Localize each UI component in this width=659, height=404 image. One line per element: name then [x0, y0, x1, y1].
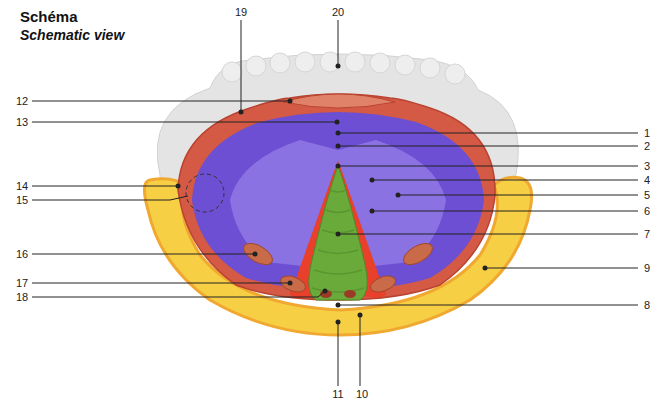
subtitle: Schematic view	[20, 27, 124, 43]
callout-number: 17	[15, 277, 29, 289]
callout-number: 2	[643, 140, 651, 152]
callout-number: 8	[643, 299, 651, 311]
callout-number: 4	[643, 174, 651, 186]
callout-number: 13	[15, 116, 29, 128]
callout-number: 11	[331, 388, 344, 400]
callout-number: 19	[234, 6, 248, 18]
callout-number: 3	[643, 160, 651, 172]
callout-number: 14	[15, 180, 29, 192]
callout-number: 15	[15, 194, 29, 206]
callout-number: 20	[331, 6, 345, 18]
callout-number: 10	[355, 388, 369, 400]
callout-number: 16	[15, 248, 29, 260]
callout-number: 18	[15, 291, 29, 303]
callout-number: 12	[15, 95, 29, 107]
callout-number: 6	[643, 205, 651, 217]
callout-number: 5	[643, 189, 651, 201]
callout-number: 9	[643, 262, 651, 274]
diagram-title: Schéma	[20, 8, 78, 25]
callout-number: 1	[643, 127, 651, 139]
callout-number: 7	[643, 228, 651, 240]
